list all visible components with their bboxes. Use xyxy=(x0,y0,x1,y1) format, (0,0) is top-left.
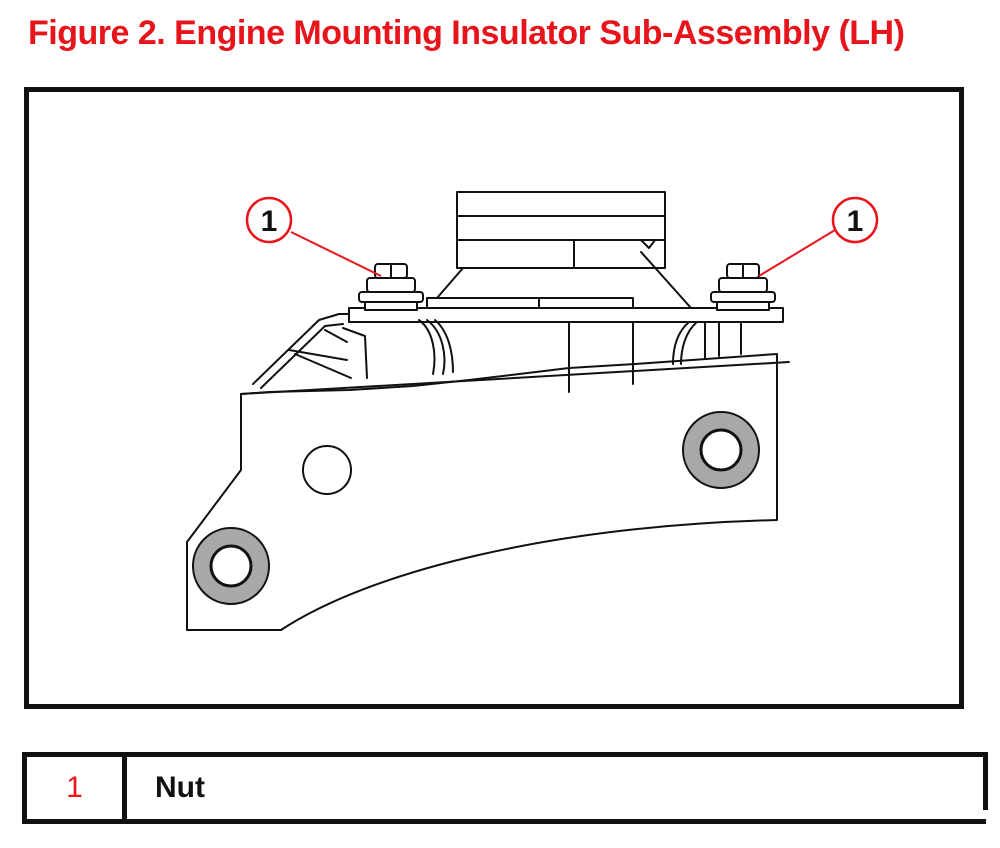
engine-mount-diagram: 1 1 xyxy=(186,191,879,631)
legend-description: Nut xyxy=(155,771,205,804)
nut-left xyxy=(358,263,424,311)
figure-frame: 1 1 xyxy=(24,87,964,709)
mount-bracket xyxy=(186,307,790,631)
bushing-right xyxy=(682,411,760,489)
insulator-block xyxy=(426,191,692,315)
callout-right: 1 xyxy=(758,196,879,277)
bushing-left xyxy=(192,527,270,605)
callout-label: 1 xyxy=(261,205,278,238)
callout-left: 1 xyxy=(245,196,382,277)
legend-table: 1 Nut xyxy=(22,752,988,824)
callout-label: 1 xyxy=(847,205,864,238)
nut-right xyxy=(710,263,776,311)
legend-number: 1 xyxy=(27,757,127,819)
figure-title: Figure 2. Engine Mounting Insulator Sub-… xyxy=(28,14,905,52)
bracket-hole xyxy=(302,445,352,495)
legend-right-border xyxy=(983,752,988,810)
